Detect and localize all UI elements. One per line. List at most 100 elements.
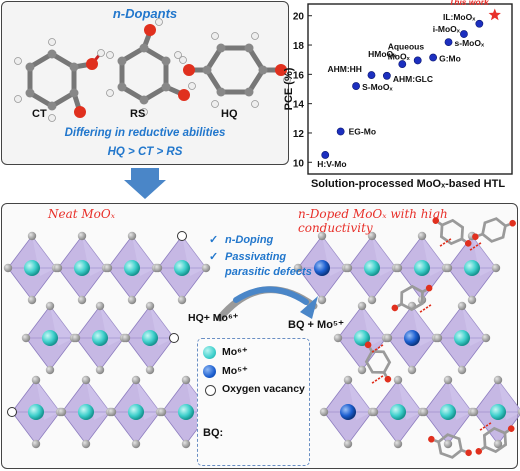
y-tick-label: 14 xyxy=(293,100,305,111)
bq-bond xyxy=(460,448,466,453)
h-bond-dash xyxy=(428,304,432,307)
oxygen-atom xyxy=(417,231,427,241)
oxygen-atom xyxy=(443,263,453,273)
bq-ring xyxy=(364,350,392,374)
bq-bond xyxy=(368,347,374,353)
data-label: H:V-Mo xyxy=(317,159,346,169)
bq-oxygen xyxy=(364,341,372,349)
h-bond-dash xyxy=(478,242,482,245)
oxygen-atom xyxy=(107,407,117,417)
oxygen-atom xyxy=(127,295,137,305)
oxygen-atom xyxy=(27,231,37,241)
oxygen-atom xyxy=(419,407,429,417)
oxygen-atom xyxy=(357,301,367,311)
oxygen-atom xyxy=(77,295,87,305)
h-bond-dash xyxy=(380,375,384,378)
h-bond-dash xyxy=(419,310,423,313)
y-tick-label: 20 xyxy=(293,12,305,23)
data-label: AHM:HH xyxy=(327,64,361,74)
check-item-3: parasitic defects xyxy=(225,266,312,278)
oxygen-vacancy-legend-icon xyxy=(205,385,216,396)
data-point xyxy=(444,38,453,47)
mo6-atom xyxy=(42,330,58,346)
check-item-2: Passivating xyxy=(225,251,287,263)
bq-ring xyxy=(481,217,507,243)
legend-box xyxy=(197,338,310,466)
oxygen-vacancy xyxy=(177,231,187,241)
bq-oxygen xyxy=(384,375,392,383)
bq-oxygen xyxy=(465,449,472,457)
neat-moox-title: Neat MoOₓ xyxy=(48,207,116,221)
data-point xyxy=(352,82,360,90)
bq-oxygen xyxy=(509,219,516,227)
oxygen-atom xyxy=(95,301,105,311)
y-tick-label: 18 xyxy=(293,41,305,52)
mo5-legend-icon xyxy=(203,365,216,378)
h-bond-dash xyxy=(482,426,486,429)
mo6-atom xyxy=(464,260,480,276)
oxygen-atom xyxy=(181,439,191,449)
mo5-atom xyxy=(314,260,330,276)
bq-ring xyxy=(437,433,463,459)
data-point xyxy=(382,71,391,80)
rs-label: RS xyxy=(130,108,146,120)
reaction-left: HQ+ Mo⁶⁺ xyxy=(188,312,239,324)
oxygen-atom xyxy=(181,375,191,385)
mo6-atom xyxy=(454,330,470,346)
bq-molecule xyxy=(364,341,392,383)
oxygen-atom xyxy=(127,231,137,241)
bq-oxygen xyxy=(391,304,399,312)
mo6-atom xyxy=(440,404,456,420)
oxygen-atom xyxy=(481,333,491,343)
h-bond-dash xyxy=(448,238,452,241)
data-point xyxy=(429,53,438,62)
data-label: i-MoOₓ xyxy=(433,24,461,34)
h-bond-dash xyxy=(472,246,476,249)
ct-molecule-icon xyxy=(14,38,105,122)
oxygen-atom xyxy=(81,375,91,385)
oxygen-atom xyxy=(493,375,503,385)
h-bond-dash xyxy=(377,346,381,349)
legend-mo6: Mo⁶⁺ xyxy=(222,346,248,358)
oxygen-atom xyxy=(367,295,377,305)
reaction-arrowhead-icon xyxy=(300,296,318,319)
oxygen-atom xyxy=(469,407,479,417)
oxygen-atom xyxy=(443,375,453,385)
octahedron-face xyxy=(498,380,520,420)
data-label: G:Mo xyxy=(439,53,461,63)
y-tick-label: 10 xyxy=(293,158,305,169)
bq-label: BQ: xyxy=(203,427,224,439)
bq-oxygen xyxy=(464,240,472,247)
bq-bond xyxy=(478,232,484,237)
down-arrow-icon xyxy=(124,168,166,199)
oxygen-atom xyxy=(45,365,55,375)
oxygen-atom xyxy=(153,263,163,273)
oxygen-atom xyxy=(457,301,467,311)
oxygen-atom xyxy=(45,301,55,311)
oxygen-atom xyxy=(317,231,327,241)
mo6-atom xyxy=(178,404,194,420)
h-bond-dash xyxy=(380,344,384,347)
oxygen-atom xyxy=(131,375,141,385)
h-bond-dash xyxy=(439,244,443,247)
mo6-atom xyxy=(390,404,406,420)
chart-caption: Solution-processed MoOₓ-based HTL xyxy=(310,178,506,190)
bq-molecule xyxy=(391,284,433,312)
h-bond-dash xyxy=(371,350,375,353)
mo6-atom xyxy=(354,330,370,346)
bq-bond xyxy=(461,237,467,243)
mo6-atom xyxy=(142,330,158,346)
mo6-atom xyxy=(74,260,90,276)
y-axis-label: PCE (%) xyxy=(283,67,295,110)
oxygen-atom xyxy=(145,301,155,311)
dopants-title: n-Dopants xyxy=(112,6,178,21)
oxygen-atom xyxy=(517,408,520,416)
oxygen-atom xyxy=(53,263,63,273)
check-item-1: n-Doping xyxy=(225,234,274,246)
oxygen-atom xyxy=(77,231,87,241)
mo6-legend-icon xyxy=(203,346,216,359)
data-label: S-MoOₓ xyxy=(362,82,393,92)
oxygen-atom xyxy=(95,365,105,375)
h-bond-dash xyxy=(475,244,479,247)
